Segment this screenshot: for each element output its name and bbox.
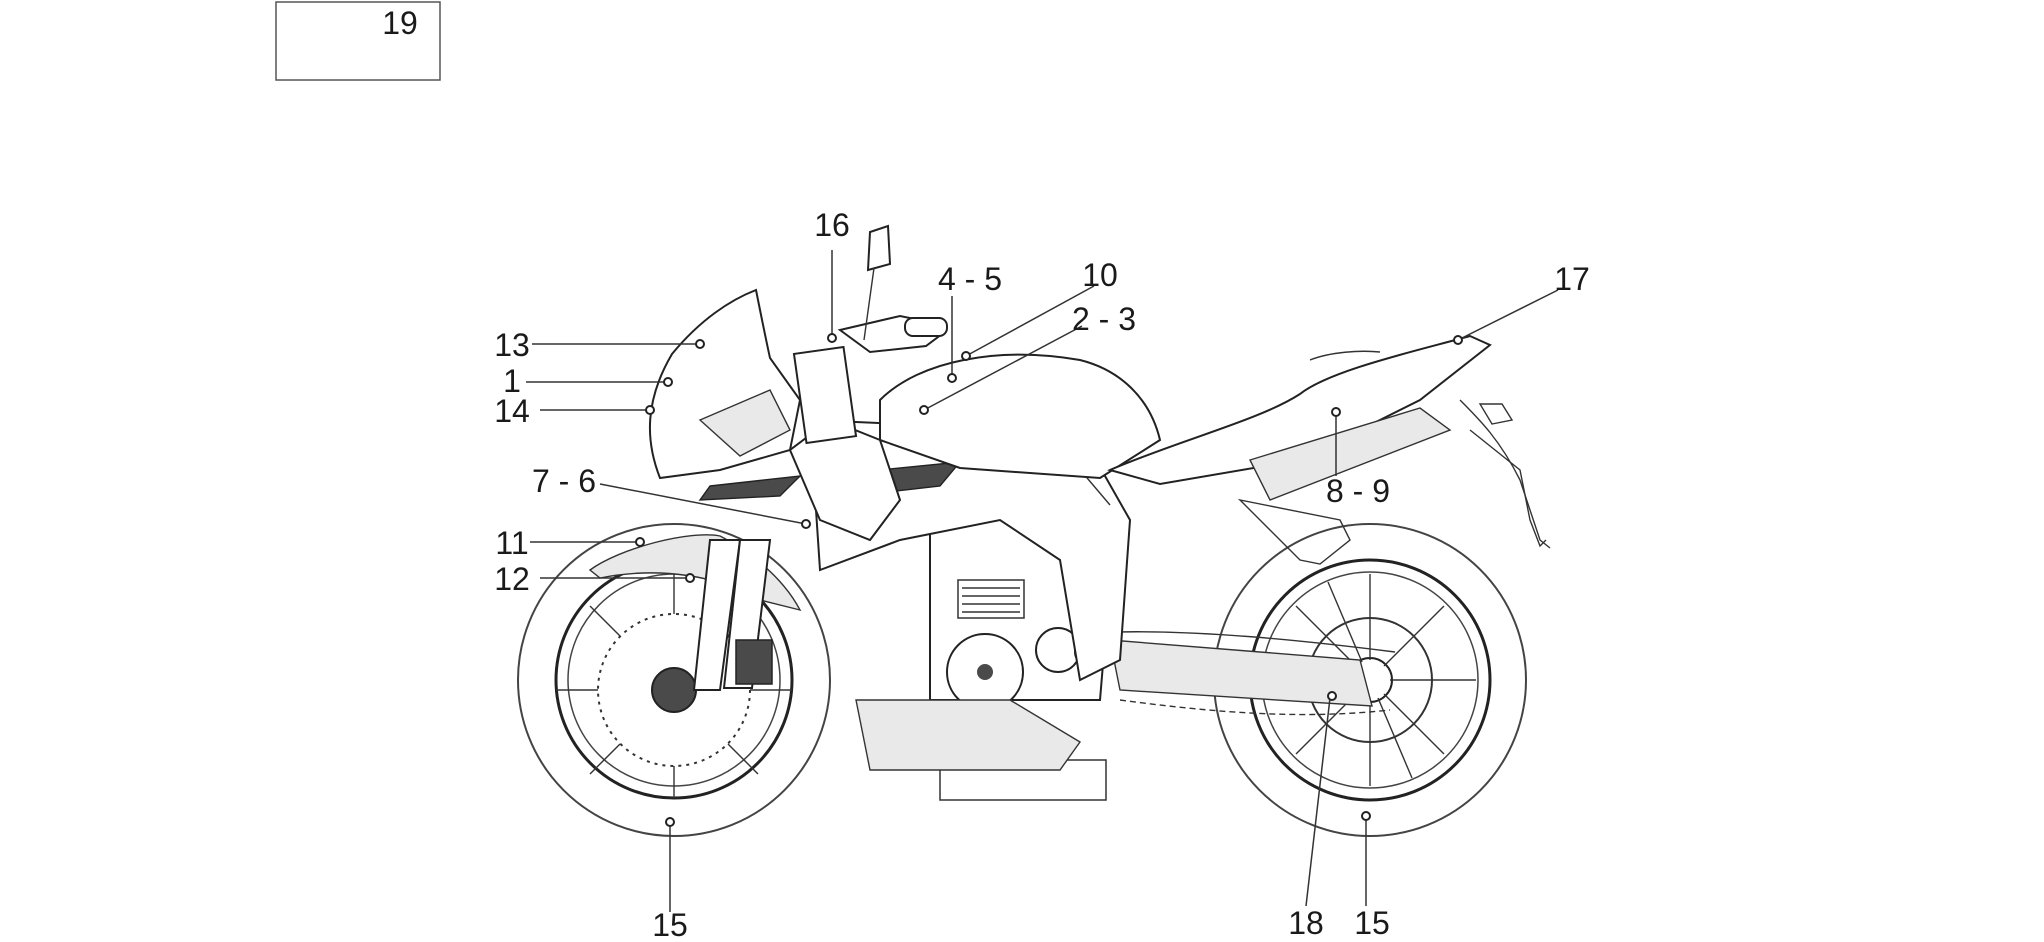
handlebar-mirror: [792, 224, 948, 445]
callout-4-5: 4 - 5: [938, 261, 1002, 297]
callout-11: 11: [495, 525, 528, 561]
callout-15-front: 15: [652, 907, 688, 942]
callout-10: 10: [1082, 257, 1118, 293]
callout-labels: 13 1 14 16 4 - 5 10 2 - 3 7 - 6 11 12 17…: [494, 207, 1590, 942]
decal-kit-label: 19: [382, 5, 418, 41]
fuel-tank: [879, 353, 1162, 480]
callout-15-rear: 15: [1354, 905, 1390, 941]
callout-8-9: 8 - 9: [1326, 473, 1390, 509]
front-fairing: [648, 288, 902, 542]
plate-bracket: [1469, 429, 1547, 548]
decal-kit-box: 19: [275, 1, 441, 81]
callout-17: 17: [1554, 261, 1590, 297]
motorcycle-drawing: [517, 224, 1551, 837]
callout-13: 13: [494, 327, 530, 363]
callout-12: 12: [494, 561, 530, 597]
callout-14: 14: [494, 393, 530, 429]
callout-16: 16: [814, 207, 850, 243]
belly-pan: [855, 699, 1082, 771]
front-forks: [692, 539, 773, 691]
callout-18: 18: [1288, 905, 1324, 941]
callout-1: 1: [503, 363, 521, 399]
callout-7-6: 7 - 6: [532, 463, 596, 499]
reference-dots: [635, 333, 1463, 827]
swingarm: [1109, 631, 1396, 716]
callout-2-3: 2 - 3: [1072, 301, 1136, 337]
leader-lines: [526, 250, 1559, 912]
seat-tail: [1106, 334, 1551, 565]
